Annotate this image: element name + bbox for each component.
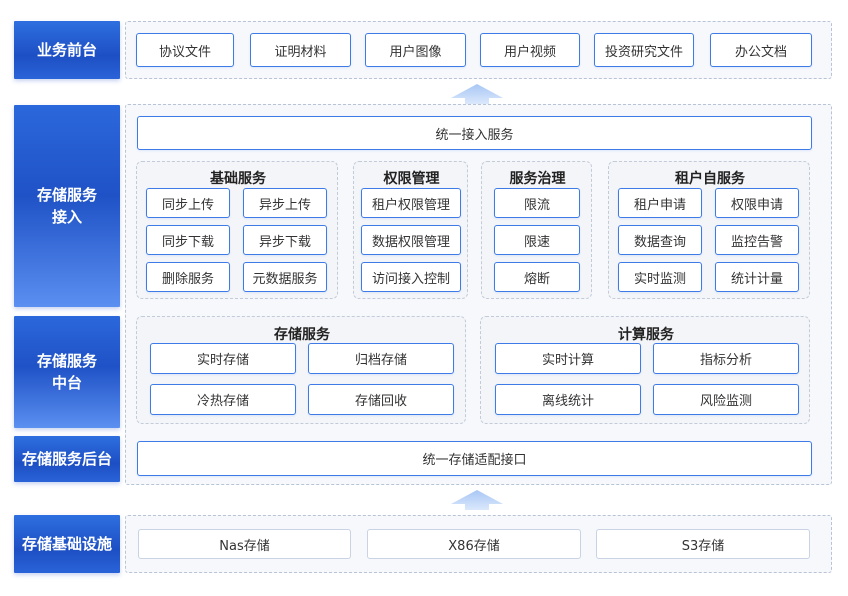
service-item[interactable]: 统计计量 xyxy=(715,262,799,292)
service-item[interactable]: 访问接入控制 xyxy=(361,262,461,292)
front-panel: 协议文件 证明材料 用户图像 用户视频 投资研究文件 办公文档 xyxy=(125,21,832,79)
service-item[interactable]: 数据权限管理 xyxy=(361,225,461,255)
front-item[interactable]: 协议文件 xyxy=(136,33,234,67)
service-item[interactable]: 限速 xyxy=(494,225,580,255)
compute-service-group: 计算服务 实时计算 指标分析 离线统计 风险监测 xyxy=(480,316,810,424)
service-item[interactable]: 监控告警 xyxy=(715,225,799,255)
service-item[interactable]: 元数据服务 xyxy=(243,262,327,292)
up-arrow-icon xyxy=(451,84,503,104)
service-item[interactable]: 实时监测 xyxy=(618,262,702,292)
front-item[interactable]: 办公文档 xyxy=(710,33,812,67)
service-item[interactable]: 租户申请 xyxy=(618,188,702,218)
service-item[interactable]: 熔断 xyxy=(494,262,580,292)
service-item[interactable]: 删除服务 xyxy=(146,262,230,292)
up-arrow-icon xyxy=(451,490,503,510)
basic-service-group: 基础服务 同步上传 异步上传 同步下载 异步下载 删除服务 元数据服务 xyxy=(136,161,338,299)
front-item[interactable]: 用户视频 xyxy=(480,33,580,67)
front-item[interactable]: 证明材料 xyxy=(250,33,351,67)
service-item[interactable]: 权限申请 xyxy=(715,188,799,218)
infra-panel: Nas存储 X86存储 S3存储 xyxy=(125,515,832,573)
service-item[interactable]: 数据查询 xyxy=(618,225,702,255)
front-item[interactable]: 投资研究文件 xyxy=(594,33,694,67)
group-title: 基础服务 xyxy=(210,171,266,187)
service-item[interactable]: 实时计算 xyxy=(495,343,641,374)
service-item[interactable]: 实时存储 xyxy=(150,343,296,374)
unified-access-service[interactable]: 统一接入服务 xyxy=(137,116,812,150)
group-title: 权限管理 xyxy=(383,171,440,187)
layer-label-back: 存储服务后台 xyxy=(14,436,120,482)
layer-label-access: 存储服务 接入 xyxy=(14,105,120,307)
infra-item[interactable]: X86存储 xyxy=(367,529,581,559)
service-item[interactable]: 异步上传 xyxy=(243,188,327,218)
front-item[interactable]: 用户图像 xyxy=(365,33,466,67)
service-item[interactable]: 冷热存储 xyxy=(150,384,296,415)
group-title: 计算服务 xyxy=(618,327,674,343)
service-item[interactable]: 指标分析 xyxy=(653,343,799,374)
group-title: 租户自服务 xyxy=(675,171,745,187)
service-item[interactable]: 租户权限管理 xyxy=(361,188,461,218)
group-title: 存储服务 xyxy=(274,327,330,343)
service-item[interactable]: 限流 xyxy=(494,188,580,218)
infra-item[interactable]: Nas存储 xyxy=(138,529,351,559)
permission-group: 权限管理 租户权限管理 数据权限管理 访问接入控制 xyxy=(353,161,468,299)
service-item[interactable]: 存储回收 xyxy=(308,384,454,415)
service-item[interactable]: 离线统计 xyxy=(495,384,641,415)
layer-label-front: 业务前台 xyxy=(14,21,120,79)
governance-group: 服务治理 限流 限速 熔断 xyxy=(481,161,592,299)
infra-item[interactable]: S3存储 xyxy=(596,529,810,559)
service-item[interactable]: 风险监测 xyxy=(653,384,799,415)
layer-label-infra: 存储基础设施 xyxy=(14,515,120,573)
group-title: 服务治理 xyxy=(509,171,566,187)
storage-service-group: 存储服务 实时存储 归档存储 冷热存储 存储回收 xyxy=(136,316,466,424)
unified-storage-adapter[interactable]: 统一存储适配接口 xyxy=(137,441,812,476)
layer-label-middle: 存储服务 中台 xyxy=(14,316,120,428)
service-item[interactable]: 同步下载 xyxy=(146,225,230,255)
service-item[interactable]: 异步下载 xyxy=(243,225,327,255)
tenant-self-service-group: 租户自服务 租户申请 权限申请 数据查询 监控告警 实时监测 统计计量 xyxy=(608,161,810,299)
service-item[interactable]: 归档存储 xyxy=(308,343,454,374)
service-item[interactable]: 同步上传 xyxy=(146,188,230,218)
